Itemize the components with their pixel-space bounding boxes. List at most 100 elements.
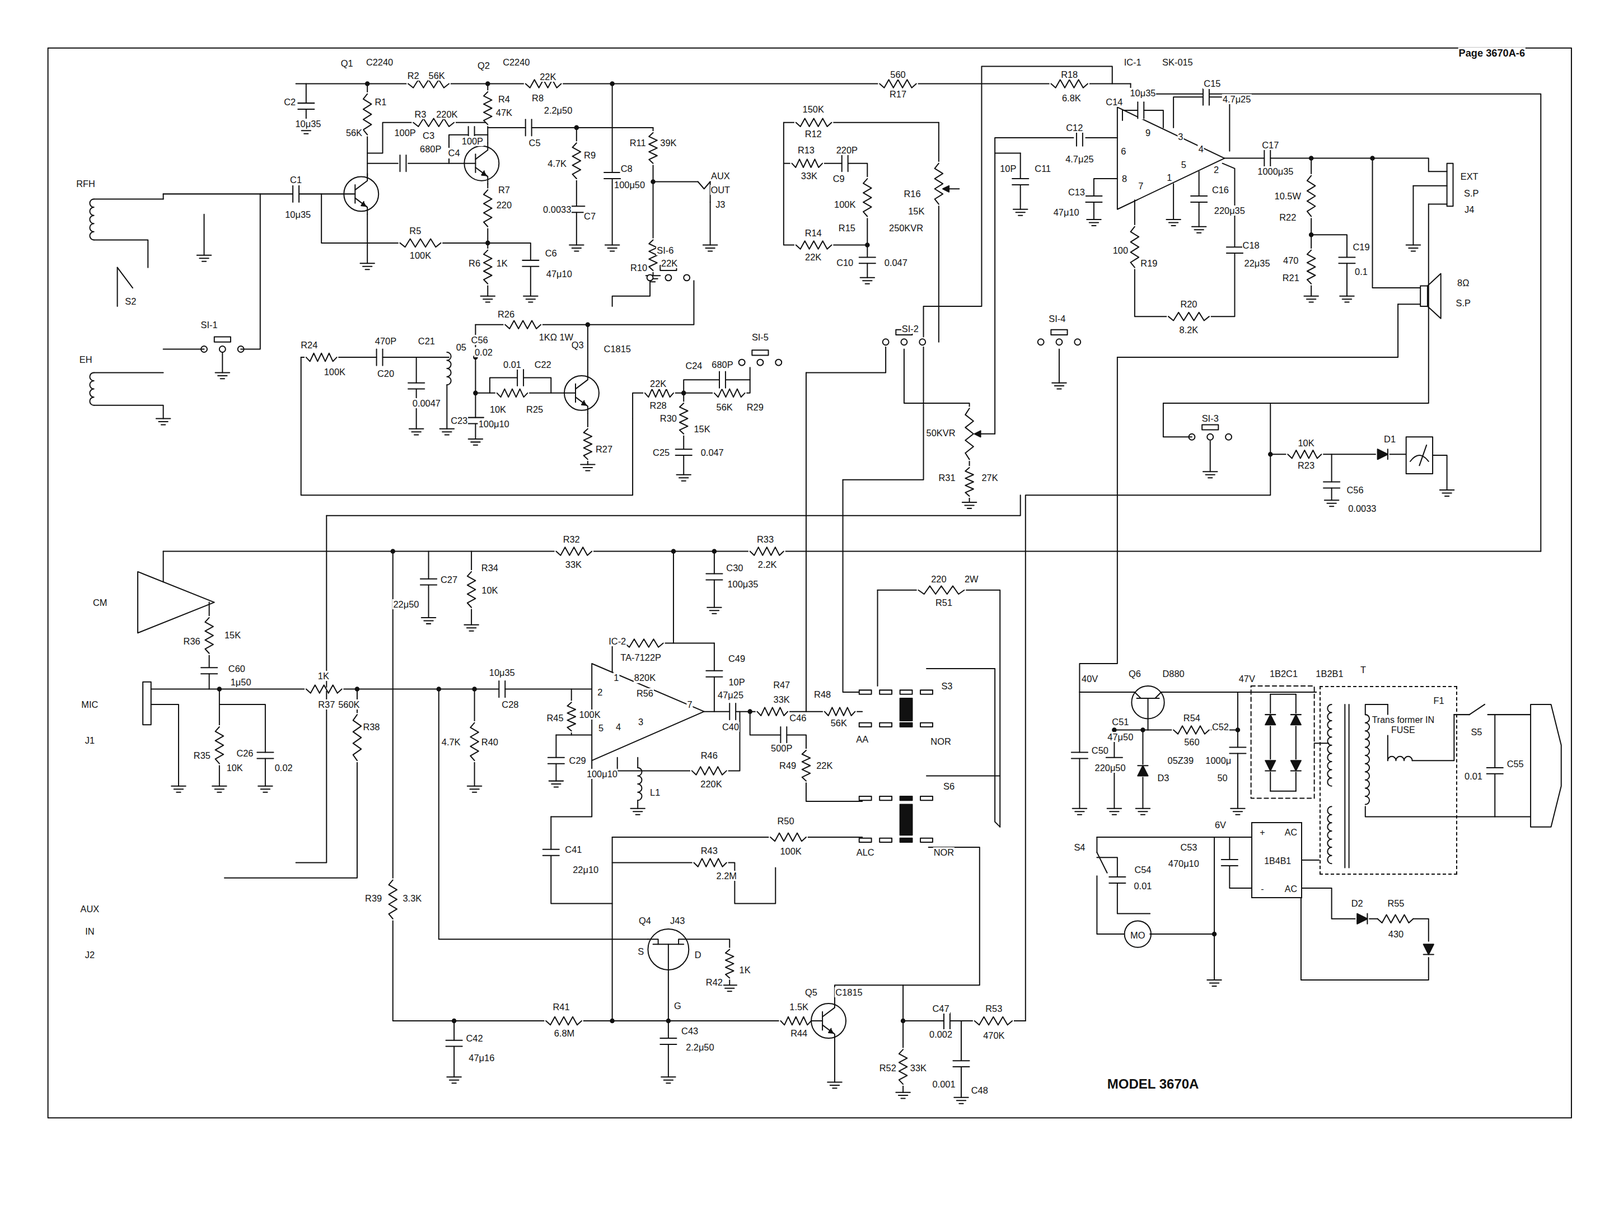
stroke bbox=[786, 726, 788, 743]
speaker-magnet bbox=[1420, 285, 1428, 306]
stroke bbox=[564, 392, 576, 394]
stroke bbox=[949, 1012, 951, 1029]
junction-dot bbox=[1212, 932, 1217, 937]
component-label: S6 bbox=[942, 780, 956, 792]
triangle bbox=[1377, 448, 1388, 460]
resistor-symbol bbox=[483, 189, 493, 227]
wiper-arrow bbox=[942, 185, 949, 193]
component-label: 10μ35 bbox=[294, 118, 322, 129]
stroke bbox=[1208, 89, 1210, 106]
lever bbox=[1201, 424, 1219, 430]
component-label: D1 bbox=[1383, 433, 1397, 444]
component-label: 50 bbox=[1216, 772, 1228, 783]
stroke bbox=[420, 584, 437, 586]
ground-symbol bbox=[440, 428, 455, 435]
gap bbox=[1228, 747, 1248, 753]
component-label: C46 bbox=[788, 712, 807, 723]
resistor-symbol bbox=[555, 546, 592, 556]
component-label: AUX bbox=[710, 170, 731, 181]
component-label: TA-7122P bbox=[619, 652, 662, 663]
wire bbox=[474, 689, 476, 787]
gap bbox=[445, 1040, 464, 1046]
wire bbox=[163, 193, 345, 195]
resistor-symbol bbox=[691, 766, 727, 775]
wire-mask bbox=[624, 641, 663, 645]
slide-contact bbox=[859, 689, 872, 694]
component-label: C30 bbox=[725, 562, 744, 573]
zigzag bbox=[756, 707, 788, 716]
wire bbox=[1372, 158, 1421, 289]
component-label: C2 bbox=[283, 96, 297, 107]
component-label: R42 bbox=[705, 976, 724, 987]
wire bbox=[612, 643, 715, 673]
resistor-symbol bbox=[879, 79, 917, 88]
wire-mask bbox=[400, 241, 442, 245]
stroke bbox=[821, 1011, 823, 1031]
ground-symbol bbox=[860, 277, 876, 284]
contact bbox=[1225, 433, 1232, 441]
capacitor-symbol bbox=[292, 184, 299, 204]
stroke bbox=[1212, 985, 1216, 987]
zigzag bbox=[470, 722, 479, 761]
stroke bbox=[526, 298, 536, 300]
component-label: 7 bbox=[1137, 180, 1144, 191]
wire-mask bbox=[693, 861, 727, 865]
ground-symbol bbox=[962, 502, 977, 509]
coil-symbol bbox=[637, 767, 642, 800]
stroke bbox=[1303, 295, 1319, 297]
resistor-symbol bbox=[648, 132, 658, 164]
node-text: Trans former IN FUSE bbox=[1370, 714, 1436, 736]
zigzag bbox=[545, 1016, 582, 1026]
stroke bbox=[1387, 448, 1389, 460]
contact bbox=[219, 345, 226, 353]
wire bbox=[224, 689, 358, 878]
contact bbox=[665, 274, 672, 281]
stroke bbox=[724, 371, 727, 388]
wire bbox=[1079, 357, 1117, 692]
wire bbox=[926, 775, 1000, 777]
component-label: 15K bbox=[223, 629, 242, 640]
zigzag bbox=[691, 766, 727, 775]
stroke bbox=[958, 1102, 963, 1104]
resistor-symbol bbox=[824, 707, 856, 716]
jack-body bbox=[1447, 163, 1454, 207]
contact bbox=[683, 274, 690, 281]
zigzag bbox=[965, 467, 974, 497]
zigzag bbox=[467, 571, 476, 608]
wire bbox=[1344, 704, 1346, 868]
stroke bbox=[498, 680, 500, 697]
coil-symbol bbox=[1327, 704, 1332, 787]
wire bbox=[1078, 691, 1080, 809]
stroke bbox=[1112, 813, 1117, 816]
component-label: R11 bbox=[629, 137, 647, 148]
component-label: 1 bbox=[613, 672, 620, 683]
component-label: R16 bbox=[903, 188, 921, 199]
diode-symbol bbox=[1264, 713, 1277, 726]
wire bbox=[667, 943, 669, 1021]
stroke bbox=[895, 1091, 911, 1093]
ground-symbol bbox=[827, 1081, 842, 1088]
stroke bbox=[446, 1045, 463, 1047]
junction-dot bbox=[651, 179, 656, 184]
wire bbox=[834, 1040, 836, 1082]
resistor-symbol bbox=[863, 178, 872, 217]
stroke bbox=[1209, 982, 1219, 984]
capacitor-symbol bbox=[1137, 100, 1144, 120]
component-label: 15K bbox=[693, 423, 711, 434]
contact bbox=[919, 338, 926, 345]
zigzag bbox=[1287, 450, 1322, 459]
body bbox=[564, 375, 600, 411]
component-label: C20 bbox=[376, 368, 395, 379]
junction-dot bbox=[901, 1018, 906, 1023]
stroke bbox=[202, 260, 207, 263]
component-label: C22 bbox=[534, 359, 552, 370]
resistor-symbol bbox=[965, 408, 974, 460]
component-label: R37 bbox=[317, 699, 336, 710]
component-label: R32 bbox=[562, 534, 581, 545]
component-label: 4 bbox=[615, 721, 622, 732]
ground-symbol bbox=[569, 245, 584, 252]
stroke bbox=[705, 578, 723, 580]
stroke bbox=[898, 1094, 908, 1096]
wire bbox=[1096, 852, 1107, 873]
component-label: 1K bbox=[738, 964, 752, 975]
